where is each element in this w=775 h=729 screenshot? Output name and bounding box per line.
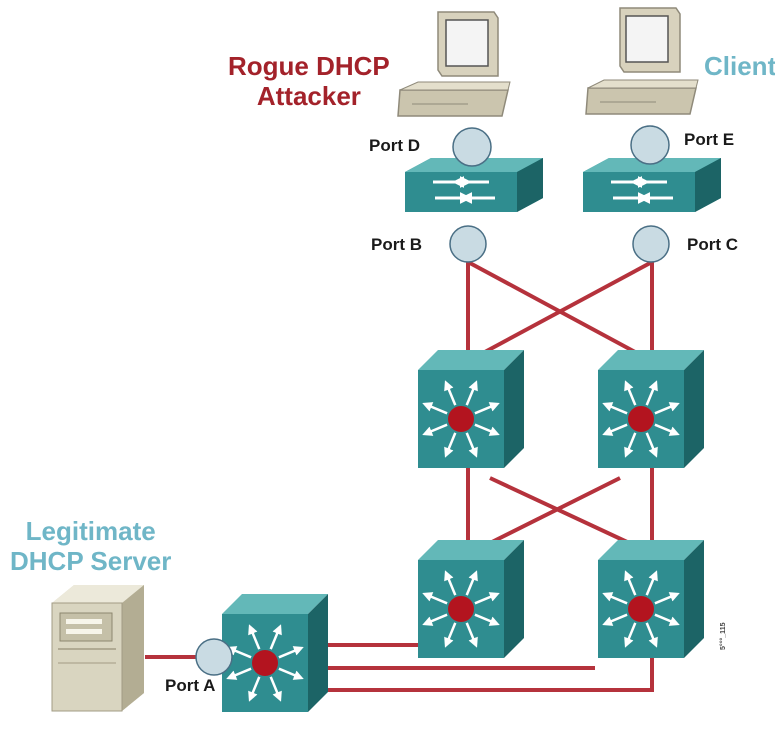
ports bbox=[195, 125, 670, 676]
rogue-dhcp-line2: Attacker bbox=[256, 81, 361, 111]
core-switch-right-icon bbox=[598, 540, 704, 658]
port-d-circle bbox=[452, 127, 492, 167]
legitimate-line1: Legitimate bbox=[25, 516, 156, 546]
port-b-circle bbox=[449, 225, 487, 263]
access-switch-right-icon bbox=[583, 158, 721, 212]
attacker-workstation-icon bbox=[397, 11, 511, 117]
edge-switch-icon bbox=[222, 594, 328, 712]
client-workstation-icon bbox=[585, 7, 699, 115]
rogue-dhcp-label: Rogue DHCP Attacker bbox=[228, 51, 390, 111]
legitimate-dhcp-server-label: Legitimate DHCP Server bbox=[10, 516, 171, 576]
multilayer-switches bbox=[222, 350, 704, 712]
distribution-switch-right-icon bbox=[598, 350, 704, 468]
client-label: Client bbox=[704, 51, 775, 81]
legitimate-line2: DHCP Server bbox=[10, 546, 172, 576]
port-a-circle bbox=[195, 638, 233, 676]
port-b-label: Port B bbox=[371, 235, 422, 254]
core-switch-left-icon bbox=[418, 540, 524, 658]
figure-code-label: 5°°°_115 bbox=[720, 622, 727, 650]
port-a-label: Port A bbox=[165, 676, 216, 695]
rogue-dhcp-line1: Rogue DHCP bbox=[228, 51, 390, 81]
port-e-circle bbox=[630, 125, 670, 165]
link-switch-c-to-dist-left bbox=[469, 260, 653, 362]
link-dist-right-to-core-left bbox=[479, 476, 621, 550]
port-d-label: Port D bbox=[369, 136, 420, 155]
access-switch-left-icon bbox=[405, 158, 543, 212]
port-e-label: Port E bbox=[684, 130, 735, 149]
dhcp-server-icon bbox=[51, 585, 144, 712]
links bbox=[145, 260, 654, 692]
link-dist-left-to-core-right bbox=[489, 476, 641, 550]
port-c-circle bbox=[632, 225, 670, 263]
port-c-label: Port C bbox=[687, 235, 738, 254]
distribution-switch-left-icon bbox=[418, 350, 524, 468]
